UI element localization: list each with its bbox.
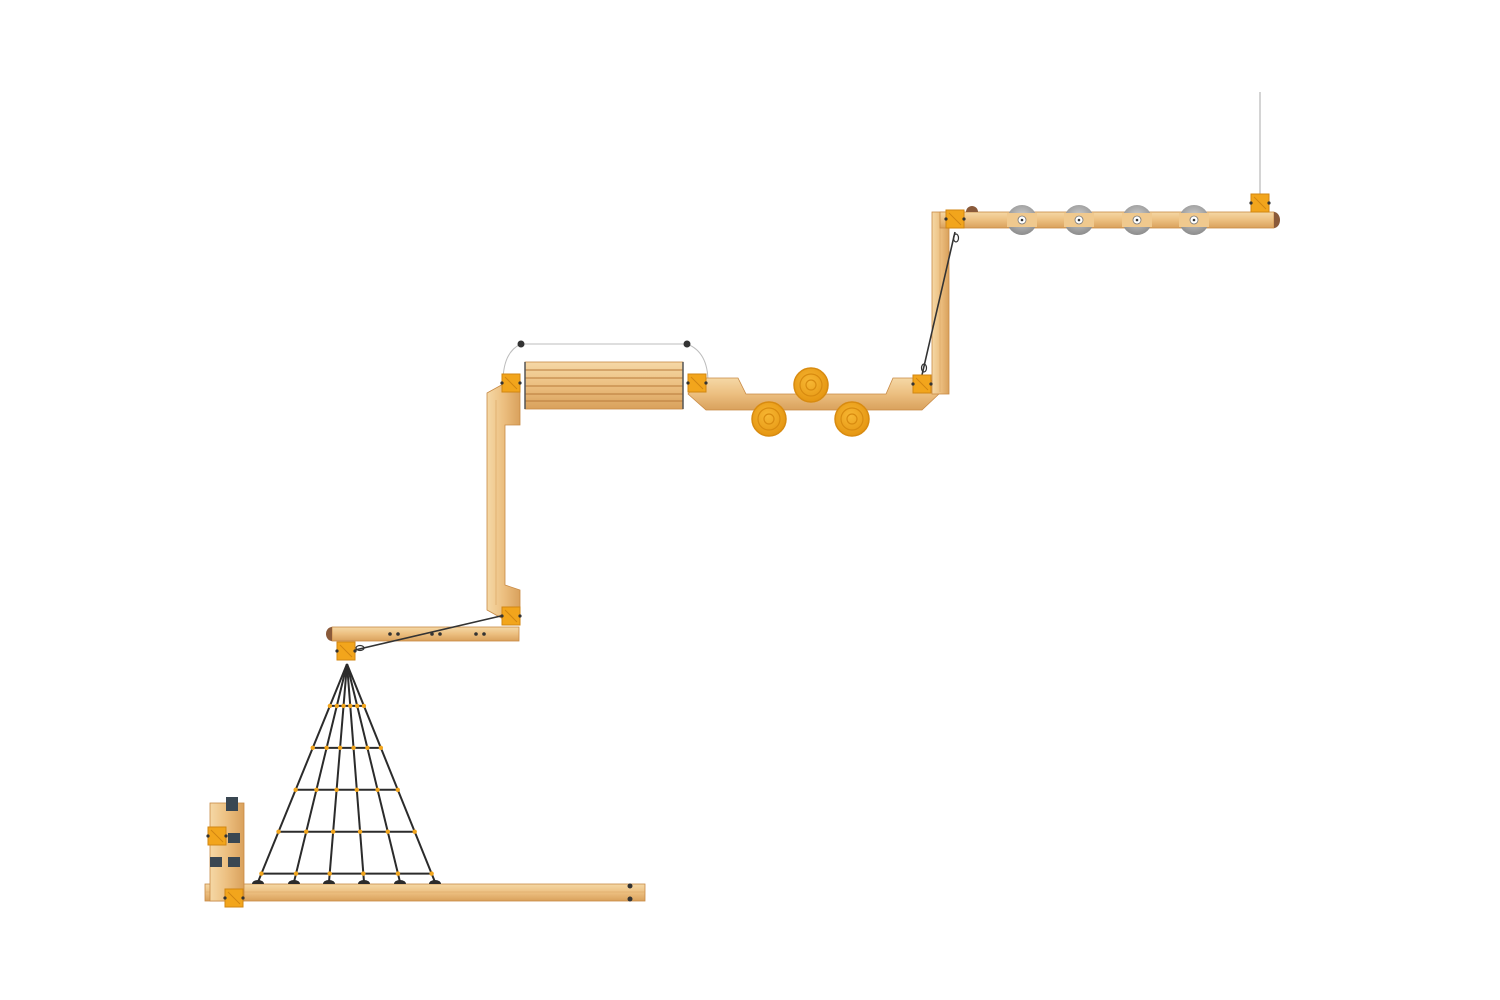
- rope-links: [354, 231, 960, 652]
- net-knot: [293, 871, 299, 876]
- net-knot: [429, 871, 434, 876]
- net-rope-vertical: [346, 663, 365, 883]
- spinner-discs: [1007, 205, 1209, 235]
- beam-clamp-bolt: [962, 217, 966, 221]
- net-knot: [354, 703, 360, 709]
- beam-clamps: [206, 193, 1271, 908]
- net-knot: [361, 703, 367, 709]
- stepping-pod: [793, 367, 829, 403]
- net-knot: [324, 745, 329, 751]
- stepping-pod-center: [763, 413, 775, 425]
- beam-clamp-mark: [690, 376, 704, 390]
- stepping-pod-ring: [757, 407, 781, 431]
- beam-clamp-bolt: [353, 649, 357, 653]
- net-knot: [293, 787, 298, 792]
- spinner-disc-bolt: [1135, 218, 1139, 222]
- net-knot: [385, 829, 390, 834]
- beam-clamp-mark: [504, 609, 518, 623]
- net-knot: [395, 787, 400, 792]
- net-anchor: [394, 880, 406, 884]
- beam-clamp-bolt: [223, 896, 227, 900]
- net-knot: [375, 787, 380, 792]
- beam-clamp-bolt: [704, 381, 708, 385]
- beam-clamp-mark: [1253, 196, 1267, 210]
- net-knot: [259, 871, 264, 876]
- beam-clamp-mark: [948, 212, 962, 226]
- stepping-pods: [751, 367, 870, 437]
- beam-vertical-right: [931, 211, 950, 395]
- net-knot: [310, 745, 315, 751]
- beam-clamp-bolt: [518, 614, 522, 618]
- beam-clamp-bolt: [911, 382, 915, 386]
- beam-clamp-mark: [504, 376, 518, 390]
- net-knot: [357, 829, 363, 834]
- spinner-disc-bolt: [1192, 218, 1196, 222]
- net-knot: [351, 745, 356, 751]
- net-knot: [337, 745, 343, 751]
- net-knot: [354, 787, 360, 792]
- beam-clamp-bolt: [224, 834, 228, 838]
- net-knot: [314, 787, 319, 792]
- net-anchor: [358, 880, 370, 884]
- net-rope-vertical: [328, 663, 348, 883]
- net-knot: [334, 787, 339, 792]
- net-knot: [341, 703, 346, 709]
- stepping-pod: [834, 401, 870, 437]
- beam-clamp-bolt: [686, 381, 690, 385]
- beam-clamp-mark: [227, 891, 241, 905]
- net-anchor: [288, 880, 300, 884]
- net-rope-vertical: [257, 663, 348, 883]
- beam-clamp-bolt: [241, 896, 245, 900]
- net-knot: [327, 703, 333, 709]
- net-knot: [304, 829, 309, 834]
- stepping-pod: [751, 401, 787, 437]
- net-knot: [334, 703, 340, 709]
- net-anchor: [323, 880, 335, 884]
- net-knot: [348, 703, 353, 709]
- net-knot: [361, 871, 366, 876]
- beam-clamp-bolt: [500, 614, 504, 618]
- cargo-net: [252, 663, 441, 884]
- net-knot: [330, 829, 336, 834]
- beam-clamp-bolt: [1249, 201, 1253, 205]
- beam-vertical-left: [486, 382, 521, 621]
- net-knot: [276, 829, 281, 834]
- beam-clamp-mark: [210, 829, 224, 843]
- net-knot: [412, 829, 417, 834]
- beam-clamp-bolt: [335, 649, 339, 653]
- beam-clamp-bolt: [944, 217, 948, 221]
- stepping-pod-center: [846, 413, 858, 425]
- beam-bottom: [204, 883, 646, 902]
- spinner-disc-bolt: [1077, 218, 1081, 222]
- post-bottom-left: [209, 797, 245, 902]
- net-anchor: [429, 880, 441, 884]
- net-rope-vertical: [293, 663, 348, 883]
- beam-clamp-bolt: [929, 382, 933, 386]
- net-knot: [378, 745, 384, 751]
- net-knot: [327, 871, 332, 876]
- net-knot: [395, 871, 401, 876]
- beam-clamp-bolt: [1267, 201, 1271, 205]
- net-rope-vertical: [346, 663, 436, 883]
- beam-clamp-bolt: [518, 381, 522, 385]
- plank-bridge: [502, 340, 709, 410]
- stepping-pod-ring: [799, 373, 823, 397]
- beam-clamp-bolt: [500, 381, 504, 385]
- net-anchor: [252, 880, 264, 884]
- stepping-pod-ring: [840, 407, 864, 431]
- beam-clamp-bolt: [206, 834, 210, 838]
- beam-clamp-mark: [339, 644, 353, 658]
- stepping-pod-center: [805, 379, 817, 391]
- beam-clamp-mark: [915, 377, 929, 391]
- spinner-disc-bolt: [1020, 218, 1024, 222]
- net-knot: [365, 745, 370, 751]
- beam-top: [939, 92, 1280, 229]
- net-rope-vertical: [346, 663, 401, 883]
